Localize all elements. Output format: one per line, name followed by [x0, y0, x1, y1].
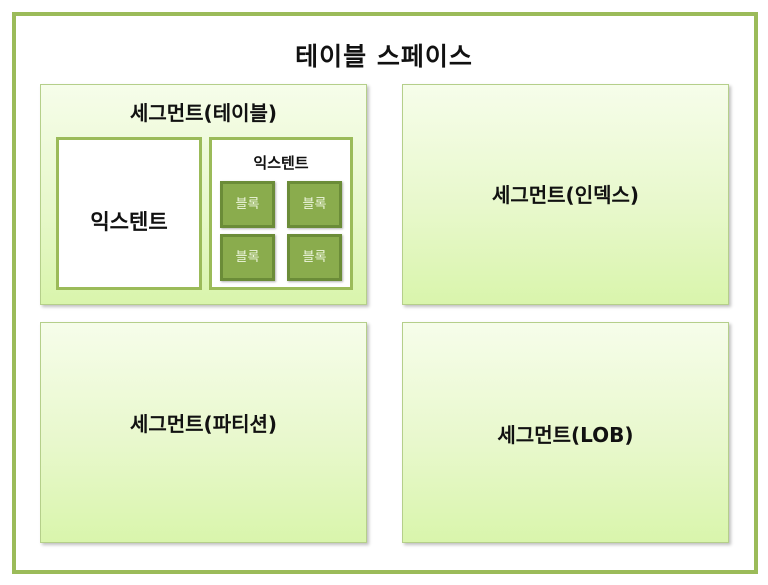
tablespace-title: 테이블 스페이스: [295, 42, 473, 71]
extent-with-blocks: 익스텐트 블록 블록 블록 블록: [209, 137, 353, 290]
block: 블록: [287, 181, 342, 228]
block: 블록: [220, 234, 275, 281]
segment-lob: 세그먼트(LOB): [402, 322, 729, 543]
segment-index: 세그먼트(인덱스): [402, 84, 729, 305]
block: 블록: [287, 234, 342, 281]
extent-box: 익스텐트: [56, 137, 202, 290]
block: 블록: [220, 181, 275, 228]
segment-index-label: 세그먼트(인덱스): [491, 183, 640, 207]
segment-table: 세그먼트(테이블) 익스텐트 익스텐트 블록 블록 블록 블록: [40, 84, 367, 305]
extent-label: 익스텐트: [90, 210, 168, 234]
extent-label: 익스텐트: [253, 154, 309, 172]
segment-partition: 세그먼트(파티션): [40, 322, 367, 543]
segment-table-label: 세그먼트(테이블): [129, 101, 278, 125]
segment-lob-label: 세그먼트(LOB): [497, 423, 634, 447]
segment-partition-label: 세그먼트(파티션): [129, 412, 278, 436]
